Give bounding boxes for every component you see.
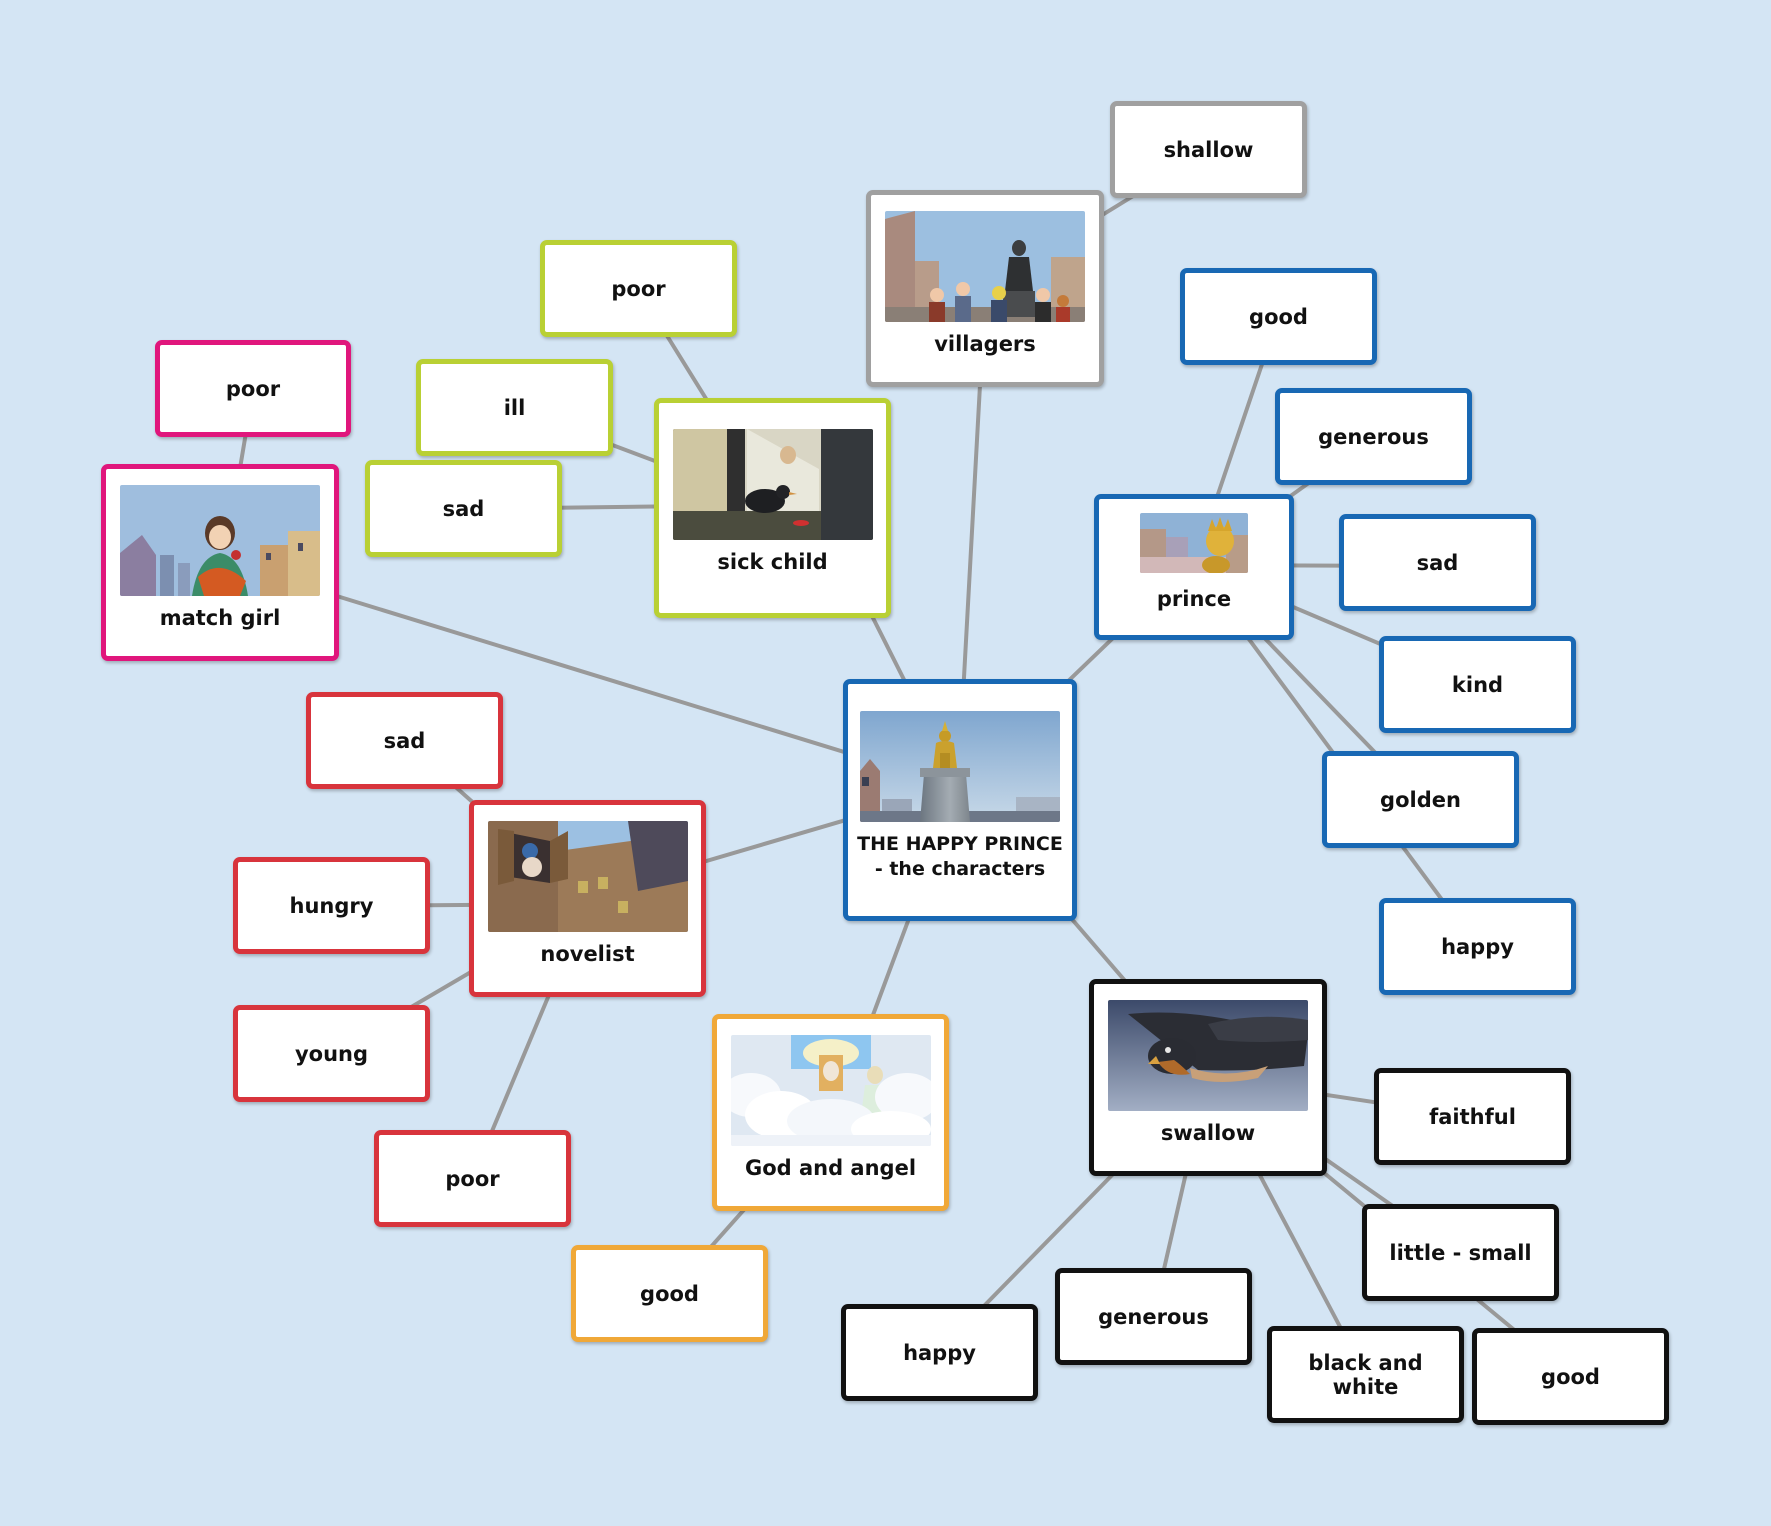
- trait-novelist-young[interactable]: young: [233, 1005, 430, 1102]
- node-prince-label: prince: [1156, 587, 1232, 611]
- novelist-window-image: [487, 821, 688, 932]
- trait-god-and-angel-good[interactable]: good: [571, 1245, 768, 1342]
- node-god-and-angel[interactable]: God and angel: [712, 1014, 949, 1211]
- node-villagers[interactable]: villagers: [866, 190, 1104, 387]
- trait-swallow-happy[interactable]: happy: [841, 1304, 1038, 1401]
- god-angel-clouds-image: [730, 1035, 931, 1146]
- trait-villagers-shallow[interactable]: shallow: [1110, 101, 1307, 198]
- node-novelist-label: novelist: [540, 942, 635, 966]
- node-swallow[interactable]: swallow: [1089, 979, 1327, 1176]
- node-sick-child[interactable]: sick child: [654, 398, 891, 618]
- trait-prince-kind[interactable]: kind: [1379, 636, 1576, 733]
- swallow-bird-image: [1108, 1000, 1308, 1111]
- trait-sick-child-sad[interactable]: sad: [365, 460, 562, 557]
- node-prince[interactable]: prince: [1094, 494, 1294, 640]
- trait-prince-good[interactable]: good: [1180, 268, 1377, 365]
- villagers-statue-image: [885, 211, 1085, 322]
- trait-novelist-hungry[interactable]: hungry: [233, 857, 430, 954]
- trait-novelist-sad[interactable]: sad: [306, 692, 503, 789]
- trait-prince-generous[interactable]: generous: [1275, 388, 1472, 485]
- trait-swallow-good[interactable]: good: [1472, 1328, 1669, 1425]
- trait-match-girl-poor[interactable]: poor: [155, 340, 351, 437]
- match-girl-image: [120, 485, 320, 596]
- central-node[interactable]: THE HAPPY PRINCE - the characters: [843, 679, 1077, 921]
- trait-novelist-poor[interactable]: poor: [374, 1130, 571, 1227]
- node-match-girl[interactable]: match girl: [101, 464, 339, 661]
- trait-swallow-faithful[interactable]: faithful: [1374, 1068, 1571, 1165]
- sick-child-window-image: [672, 429, 873, 540]
- central-node-label: THE HAPPY PRINCE - the characters: [857, 833, 1063, 880]
- trait-sick-child-ill[interactable]: ill: [416, 359, 613, 456]
- trait-sick-child-poor[interactable]: poor: [540, 240, 737, 337]
- node-novelist[interactable]: novelist: [469, 800, 706, 997]
- trait-swallow-generous[interactable]: generous: [1055, 1268, 1252, 1365]
- node-villagers-label: villagers: [934, 332, 1036, 356]
- node-swallow-label: swallow: [1160, 1121, 1256, 1145]
- prince-image: [1140, 513, 1248, 573]
- node-god-and-angel-label: God and angel: [744, 1156, 917, 1180]
- node-match-girl-label: match girl: [159, 606, 281, 630]
- trait-swallow-black-and-white[interactable]: black and white: [1267, 1326, 1464, 1423]
- node-sick-child-label: sick child: [717, 550, 828, 574]
- trait-prince-happy[interactable]: happy: [1379, 898, 1576, 995]
- golden-prince-statue-image: [860, 711, 1060, 822]
- trait-prince-sad[interactable]: sad: [1339, 514, 1536, 611]
- trait-prince-golden[interactable]: golden: [1322, 751, 1519, 848]
- trait-swallow-little-small[interactable]: little - small: [1362, 1204, 1559, 1301]
